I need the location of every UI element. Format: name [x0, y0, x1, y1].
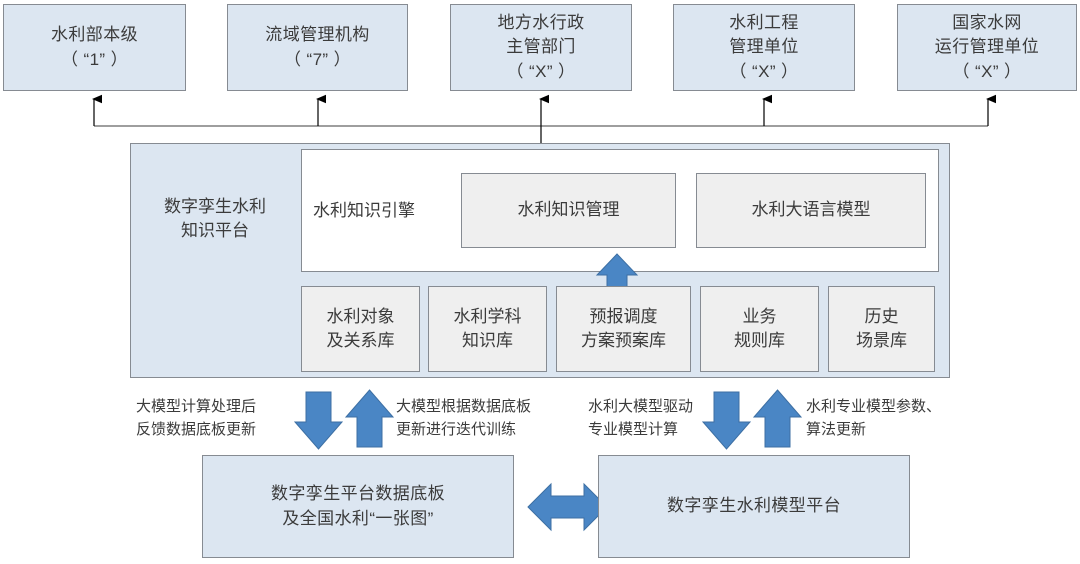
library-historical-scenarios-label: 历史 场景库	[856, 306, 907, 350]
module-large-language-model-label: 水利大语言模型	[751, 200, 871, 220]
annotation-right-down: 水利大模型驱动 专业模型计算	[588, 398, 694, 438]
platform-data-baseplate[interactable]: 数字孪生平台数据底板 及全国水利“一张图”	[202, 455, 514, 558]
arrow-bidirectional-icon	[527, 482, 608, 532]
knowledge-platform-title: 数字孪生水利 知识平台	[164, 197, 266, 241]
platform-model-label: 数字孪生水利模型平台	[667, 496, 841, 516]
org-node-basin-authority-label: 流域管理机构（ “7” ）	[265, 25, 370, 69]
org-node-ministry[interactable]: 水利部本级（ “1” ）	[3, 4, 186, 91]
arrow-up-right-icon	[752, 389, 803, 448]
library-historical-scenarios[interactable]: 历史 场景库	[828, 286, 935, 372]
library-objects-relations-label: 水利对象 及关系库	[326, 306, 395, 350]
library-business-rules[interactable]: 业务 规则库	[700, 286, 819, 372]
annotation-left-up: 大模型根据数据底板 更新进行迭代训练	[396, 398, 532, 438]
library-discipline-knowledge-label: 水利学科 知识库	[453, 306, 522, 350]
org-node-national-water-network[interactable]: 国家水网运行管理单位（ “X” ）	[897, 4, 1077, 91]
knowledge-engine-label: 水利知识引擎	[313, 201, 415, 220]
org-node-local-water-admin-label: 地方水行政主管部门（ “X” ）	[497, 13, 585, 81]
org-node-local-water-admin[interactable]: 地方水行政主管部门（ “X” ）	[450, 4, 632, 91]
module-large-language-model[interactable]: 水利大语言模型	[696, 173, 926, 248]
module-knowledge-management-label: 水利知识管理	[517, 200, 620, 220]
library-forecast-dispatch-plans-label: 预报调度 方案预案库	[581, 306, 666, 350]
org-node-basin-authority[interactable]: 流域管理机构（ “7” ）	[227, 4, 408, 91]
library-forecast-dispatch-plans[interactable]: 预报调度 方案预案库	[556, 286, 691, 372]
platform-data-baseplate-label: 数字孪生平台数据底板 及全国水利“一张图”	[271, 484, 445, 528]
library-objects-relations[interactable]: 水利对象 及关系库	[301, 286, 420, 372]
org-node-project-management[interactable]: 水利工程管理单位（ “X” ）	[673, 4, 855, 91]
org-node-ministry-label: 水利部本级（ “1” ）	[51, 25, 138, 69]
library-business-rules-label: 业务 规则库	[734, 306, 785, 350]
arrow-up-left-icon	[344, 389, 395, 448]
platform-model[interactable]: 数字孪生水利模型平台	[598, 455, 910, 558]
annotation-right-up: 水利专业模型参数、 算法更新	[806, 398, 942, 438]
org-node-project-management-label: 水利工程管理单位（ “X” ）	[729, 13, 799, 81]
library-discipline-knowledge[interactable]: 水利学科 知识库	[428, 286, 547, 372]
org-node-national-water-network-label: 国家水网运行管理单位（ “X” ）	[934, 13, 1040, 81]
annotation-left-down: 大模型计算处理后 反馈数据底板更新	[136, 398, 257, 438]
module-knowledge-management[interactable]: 水利知识管理	[461, 173, 676, 248]
